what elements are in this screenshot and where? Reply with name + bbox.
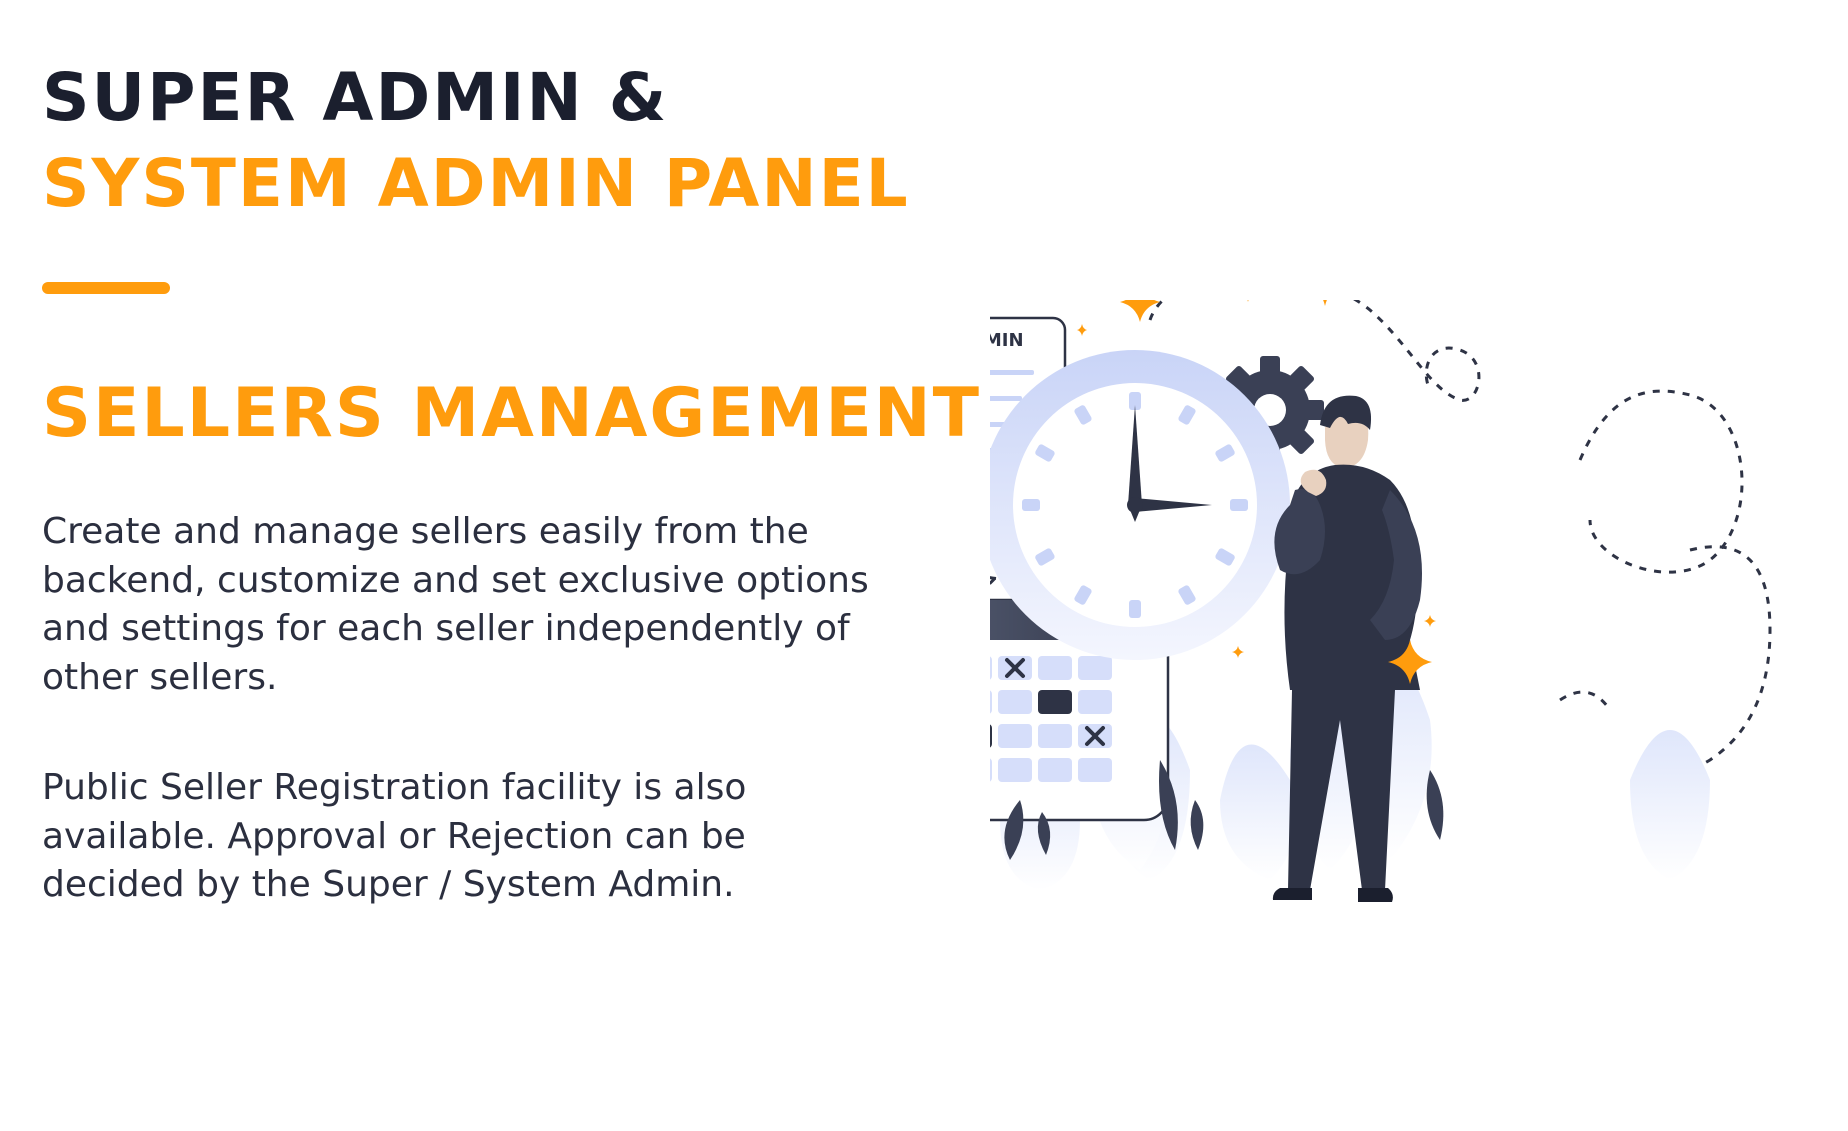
description-paragraph-1: Create and manage sellers easily from th… — [42, 511, 869, 698]
text-column: SUPER ADMIN & SYSTEM ADMIN PANEL SELLERS… — [42, 55, 992, 910]
foreground-leaves — [1004, 760, 1444, 860]
businessman-figure — [1272, 395, 1422, 902]
accent-divider — [42, 282, 170, 294]
page-title-line2: SYSTEM ADMIN PANEL — [42, 145, 910, 222]
description-paragraph-2: Public Seller Registration facility is a… — [42, 767, 747, 905]
sparkle-icon — [1077, 300, 1436, 684]
admin-illustration: ADMIN — [990, 300, 1772, 902]
page-title-line1: SUPER ADMIN & — [42, 59, 669, 136]
section-heading: SELLERS MANAGEMENT — [42, 374, 982, 453]
clock-icon — [990, 350, 1290, 660]
checklist-label: ADMIN — [990, 330, 1024, 351]
